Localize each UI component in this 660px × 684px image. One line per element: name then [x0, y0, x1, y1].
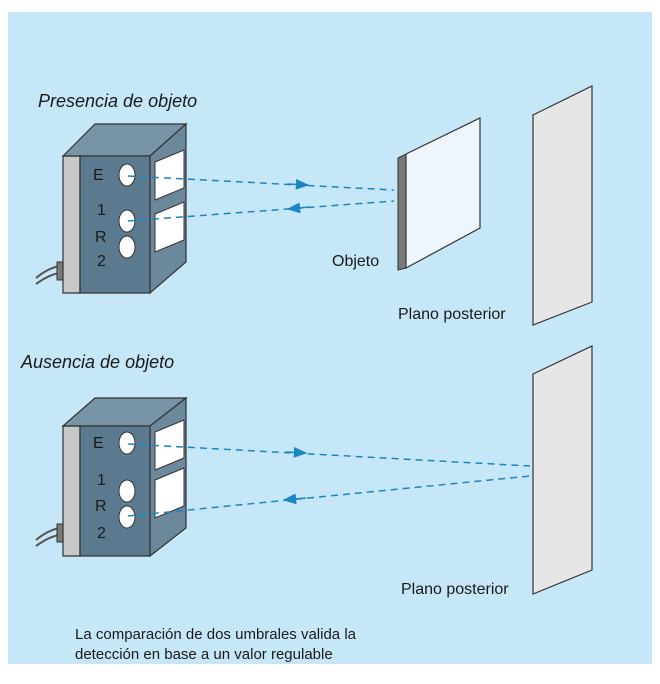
scene-title: Presencia de objeto: [38, 91, 197, 111]
arrow-left-icon: [282, 493, 307, 505]
object-plate: [397, 117, 481, 271]
emitter-lens: [118, 163, 136, 187]
background-label: Plano posterior: [398, 306, 506, 323]
sensor-side: [62, 155, 81, 294]
receiver-lens-2: [118, 505, 136, 529]
object-label: Objeto: [332, 253, 379, 270]
emitted-beam: [127, 443, 531, 467]
caption-line: La comparación de dos umbrales valida la: [75, 626, 356, 643]
background-plane: [532, 345, 593, 595]
sensor-label-r: R: [95, 229, 107, 246]
sensor-window: [154, 201, 185, 253]
sensor-label-1: 1: [97, 472, 106, 489]
emitter-lens: [118, 431, 136, 455]
arrow-left-icon: [286, 202, 311, 214]
emitted-beam: [127, 175, 395, 191]
sensor-window: [154, 419, 185, 471]
diagram-caption: La comparación de dos umbrales valida la…: [75, 625, 495, 665]
arrow-right-icon: [285, 446, 308, 458]
sensor-label-2: 2: [97, 253, 106, 270]
background-label: Plano posterior: [401, 581, 509, 598]
sensor-window: [154, 149, 185, 201]
sensor-front: [79, 425, 151, 557]
sensor-label-e: E: [93, 167, 104, 184]
sensor-front: [79, 155, 151, 294]
scene-title: Ausencia de objeto: [20, 352, 174, 372]
receiver-lens-1: [118, 479, 136, 503]
photoelectric-sensor: E 1 R 2: [35, 396, 188, 558]
sensor-label-e: E: [93, 435, 104, 452]
reflected-beam: [127, 200, 395, 222]
sensor-label-r: R: [95, 498, 107, 515]
sensor-label-1: 1: [97, 202, 106, 219]
arrow-right-icon: [287, 178, 310, 190]
caption-line: detección en base a un valor regulable: [75, 646, 333, 663]
sensor-label-2: 2: [97, 525, 106, 542]
reflected-beam: [127, 475, 531, 517]
background-plane: [532, 85, 593, 326]
receiver-lens-2: [118, 235, 136, 259]
sensor-window: [154, 467, 185, 519]
photoelectric-sensor: E 1 R 2: [35, 122, 188, 295]
sensor-side: [62, 425, 81, 557]
